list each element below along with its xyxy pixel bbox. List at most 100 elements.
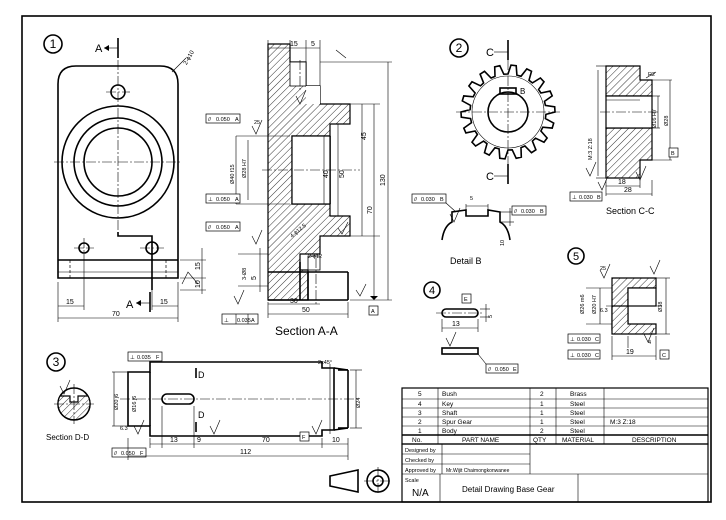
svg-text:1: 1 [540,419,544,426]
v5-ftol-2: 0.030 [577,353,591,359]
vc-od: Ø28 [664,116,670,126]
v3-dim-70: 70 [262,437,270,444]
v4-ftol-datum: E [513,367,517,373]
view-2-number: 2 [456,41,463,55]
view-1-number: 1 [50,37,57,51]
vc-ftol: 0.030 [579,195,593,201]
v1-dim-15-left: 15 [66,299,74,306]
scale-label: Scale [405,478,419,484]
v4-dim-5: 5 [488,315,494,318]
view-4-key: 4 E 13 5 // 0.050 E [423,281,519,374]
svg-text:F: F [156,355,160,361]
v3-section-title: Section D-D [46,433,89,442]
v3-rough-63: 6.3 [120,426,128,432]
title-block: Designed by Checked by Approved by Mr.Wi… [401,443,709,503]
va-dim-30: 30 [290,298,298,305]
svg-text://: // [208,225,212,231]
vc-gear-spec: M:3 Z:18 [588,138,594,160]
svg-text:Steel: Steel [570,401,585,408]
v5-dim-4: 4 [648,340,651,346]
svg-text:5: 5 [418,391,422,398]
parts-row: 5 Bush 2 Brass [418,391,587,398]
svg-text:PART NAME: PART NAME [462,437,500,444]
v5-rough-63: 6.3 [600,308,608,314]
svg-text:A: A [235,197,239,203]
parts-row: 3 Shaft 1 Steel [418,410,585,417]
approved-by-label: Approved by [405,468,436,474]
va-dim-15: 15 [290,41,298,48]
svg-text:⊥: ⊥ [130,354,135,361]
svg-text:⊥: ⊥ [208,196,213,203]
va-dim-5: 5 [311,41,315,48]
v3-ftol: 0.035 [137,355,151,361]
detail-b-ftol-left: 0.030 [421,197,435,203]
v5-dia-26: Ø26 m6 [580,294,586,314]
svg-text:Spur Gear: Spur Gear [442,419,473,426]
svg-text://: // [488,367,492,373]
v1-dim-15-v: 15 [195,262,202,270]
section-a-bottom-label: A [126,299,134,311]
section-a-a: 15 5 45 70 130 40 50 Ø28 H7 Ø40 f15 4-ϕ1… [205,40,392,338]
v1-dim-10-v: 10 [195,280,202,288]
svg-text:4: 4 [418,401,422,408]
sheet-border [21,15,712,503]
svg-text:A: A [235,225,239,231]
parts-row: 1 Body 2 Steel [418,428,585,435]
section-c-top: C [486,47,494,59]
va-ftol-1: 0.050 [216,117,230,123]
va-ftol-3: 0.050 [216,197,230,203]
vc-bore: Ø16 H7 [652,109,658,128]
view-5-number: 5 [573,251,579,263]
svg-text:Key: Key [442,401,454,408]
v3-datum-f: F [302,435,306,441]
svg-text:1: 1 [418,428,422,435]
svg-text:⊥: ⊥ [570,336,575,343]
vc-datum-b: B [671,151,675,157]
v5-dia-20: Ø20 H7 [592,295,598,314]
svg-text:Steel: Steel [570,428,585,435]
detail-b-title: Detail B [450,256,482,266]
svg-text:Steel: Steel [570,410,585,417]
va-ftol-2: 0.050 [216,225,230,231]
section-c-bottom: C [486,171,494,183]
v5-rough-25: 25 [600,266,606,272]
v4-dim-13: 13 [452,321,460,328]
detail-b: 5 10 // 0.030 B // 0.030 B Detail B [411,193,547,266]
v1-dim-15-right: 15 [160,299,168,306]
checked-by-label: Checked by [405,458,434,464]
svg-text:Shaft: Shaft [442,410,457,417]
va-dim-40: 40 [323,170,330,178]
v1-ftol-value: 0.035 [237,318,251,324]
parts-row: 2 Spur Gear 1 Steel M:3 Z:18 [418,419,636,426]
section-d-top: D [198,370,205,380]
va-title: Section A-A [275,324,338,338]
detail-b-dim-5: 5 [470,196,473,202]
svg-text:⊥: ⊥ [570,352,575,359]
va-tap-callout: 2-ϕ12 [308,254,322,260]
v3-dia-16: Ø16 j6 [132,396,138,412]
svg-text://: // [208,117,212,123]
va-boss: Ø40 f15 [230,164,236,184]
drawing-title: Detail Drawing Base Gear [462,485,555,494]
projection-symbol-icon [329,467,392,495]
svg-text:2: 2 [540,428,544,435]
section-d-bottom: D [198,410,205,420]
view-3-shaft: 3 Section D-D D D 2x45° Ø20 j6 Ø16 j6 Ø2… [46,351,362,460]
va-dim-130: 130 [380,174,387,186]
svg-text:⊥: ⊥ [224,317,229,324]
svg-text:2: 2 [540,391,544,398]
view-4-number: 4 [429,285,435,297]
parts-header: No. PART NAME QTY MATERIAL DESCRIPTION [412,437,677,444]
va-bore: Ø28 H7 [242,159,248,178]
v3-dim-13: 13 [170,437,178,444]
v5-ftol-1: 0.030 [577,337,591,343]
svg-text:F: F [140,451,144,457]
svg-text:MATERIAL: MATERIAL [562,437,594,444]
v3-dim-9: 9 [197,437,201,444]
vc-dim-18: 18 [618,179,626,186]
svg-text:3: 3 [418,410,422,417]
svg-text:5: 5 [251,276,258,280]
v5-dim-19: 19 [626,349,634,356]
vc-chamfer: R2 [648,72,655,78]
